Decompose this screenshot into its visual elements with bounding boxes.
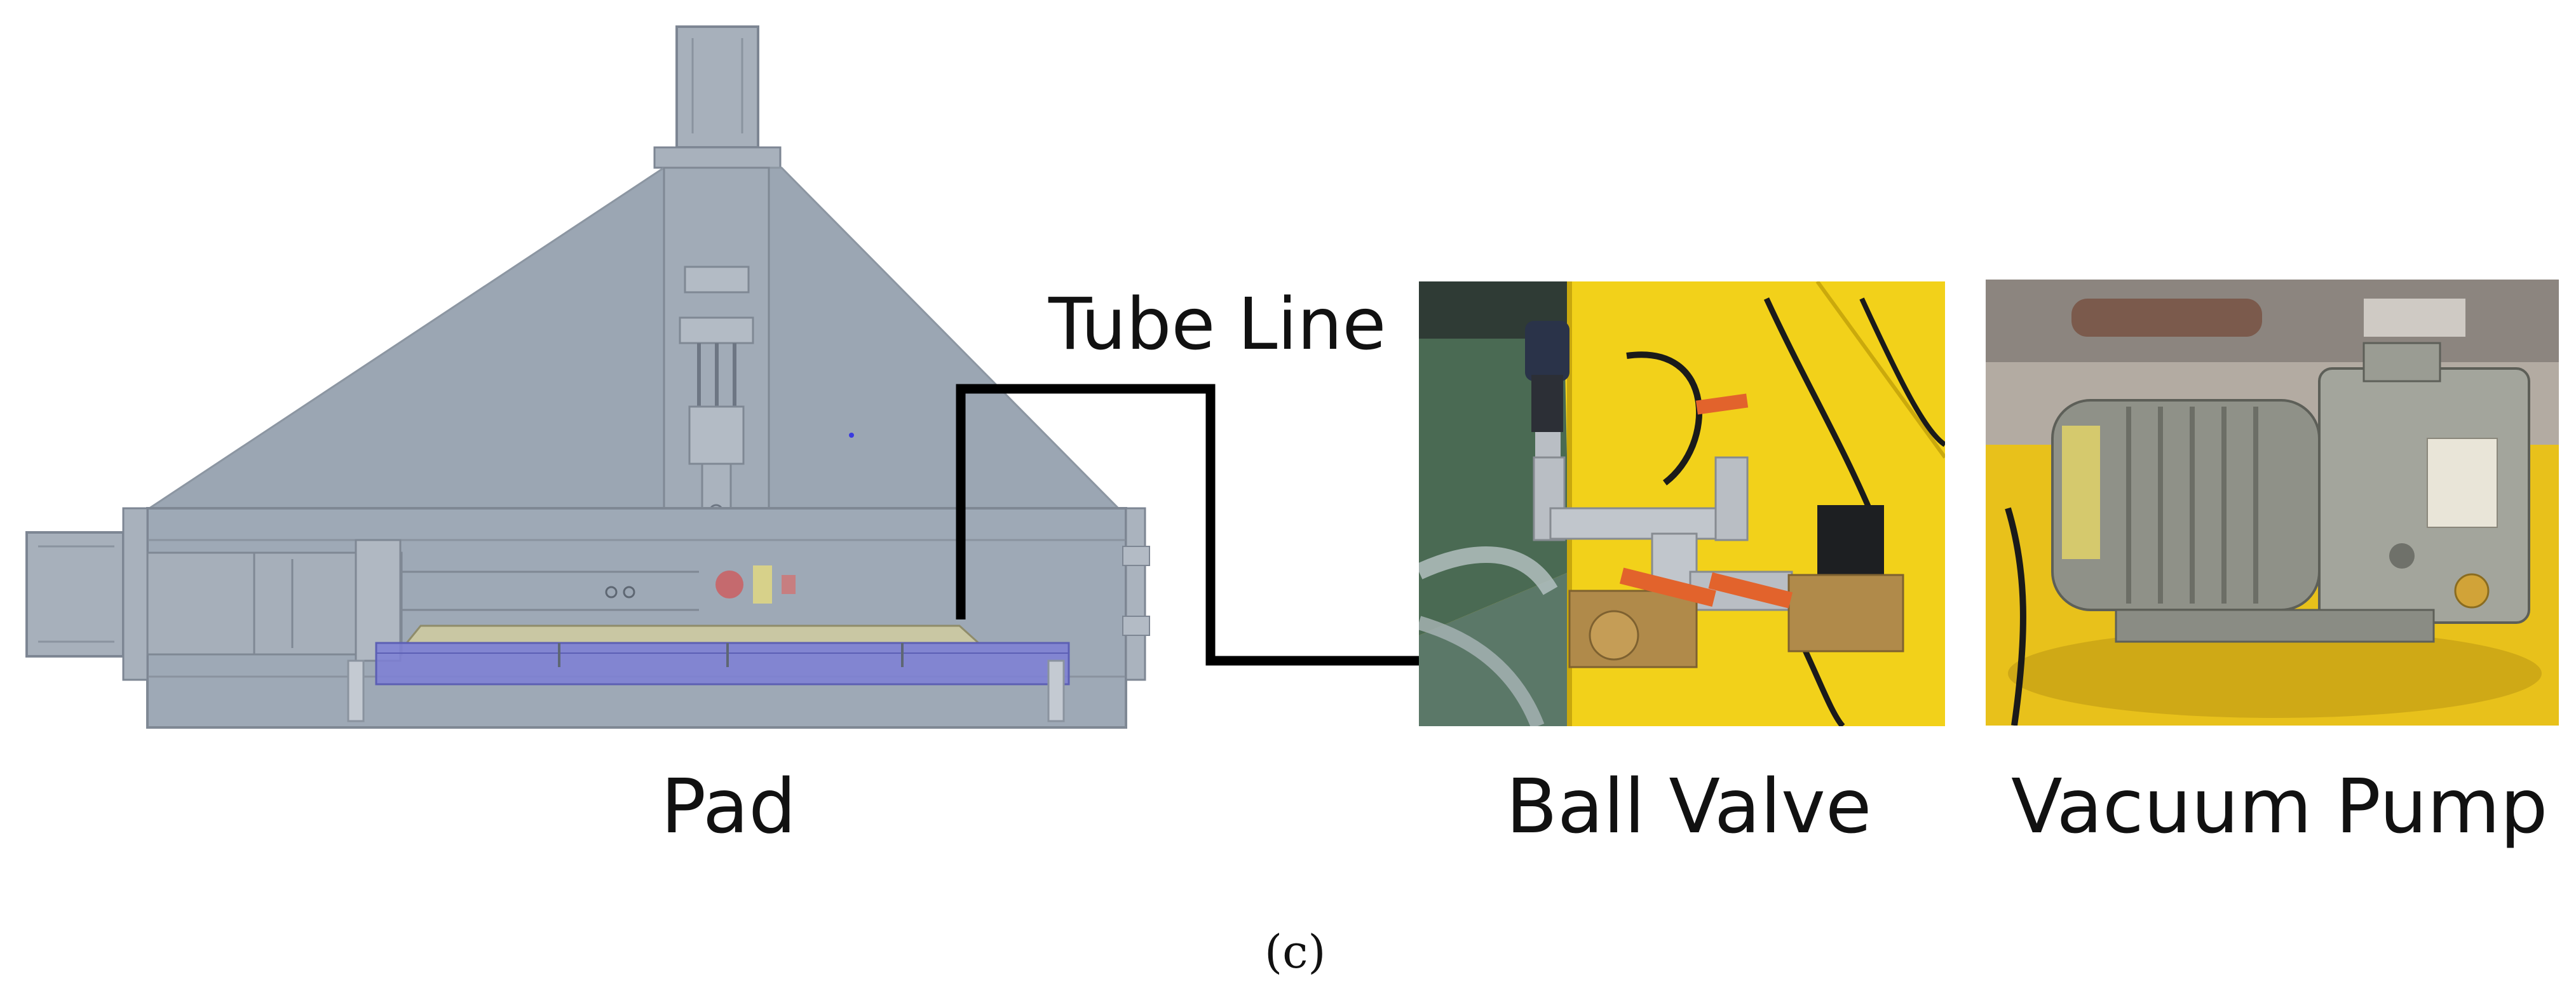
pad-blue-layer xyxy=(375,642,1070,686)
ball-valve-photo xyxy=(1419,281,1945,726)
pad-label: Pad xyxy=(661,762,797,850)
machine-triangle-frame xyxy=(146,166,1121,510)
pad-plate xyxy=(404,625,981,644)
left-motor xyxy=(25,531,125,658)
vacuum-pump-photo xyxy=(1986,280,2559,726)
top-motor xyxy=(675,25,759,149)
vacuum-pump-label: Vacuum Pump xyxy=(2011,762,2548,850)
tube-line xyxy=(956,384,1550,666)
red-knob xyxy=(715,571,743,598)
ball-valve-label: Ball Valve xyxy=(1506,762,1872,850)
top-mount-plate xyxy=(653,146,782,169)
figure-caption: (c) xyxy=(1264,925,1326,978)
tube-line-label: Tube Line xyxy=(1048,283,1386,366)
right-side-plate xyxy=(1125,507,1146,681)
machine-cad-drawing xyxy=(25,25,1150,729)
